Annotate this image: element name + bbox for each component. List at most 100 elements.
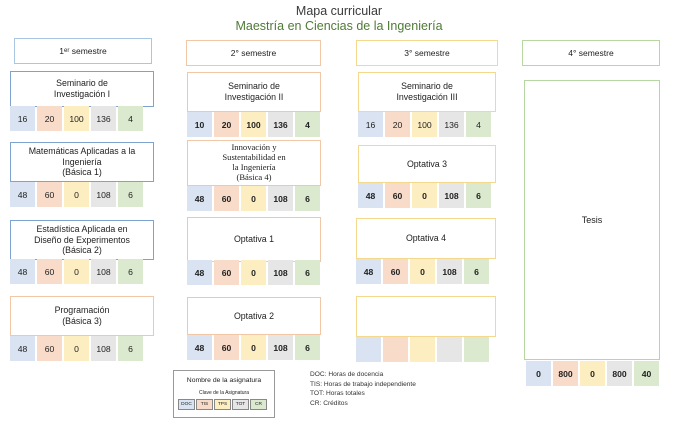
course-title-line: Optativa 2 [233,310,275,321]
legend-course-name: Nombre de la asignatura [186,377,262,384]
hours-cell-doc: 48 [187,335,212,360]
hours-cell-doc: 48 [358,183,383,208]
semester-1-label: semestre [71,46,107,56]
page-subtitle: Maestría en Ciencias de la Ingeniería [235,19,443,33]
hours-cell-tps: 0 [410,259,435,284]
legend-cell-tot: TOT [232,399,249,410]
hours-cell-doc: 10 [187,112,212,137]
semester-2-header: 2° semestre [186,40,321,66]
course-title-line: (Básica 3) [62,316,102,326]
course-s3c3: Optativa 4 [356,218,496,259]
hours-cell-tot: 108 [439,183,464,208]
course-title-line: Diseño de Experimentos [34,234,130,245]
hours-cell-tot: 800 [607,361,632,386]
hours-cell-cr: 4 [466,112,491,137]
hours-cell-tot [437,337,462,362]
hours-cell-doc: 16 [10,106,35,131]
note-tot: TOT: Horas totales [310,390,365,398]
hours-cell-cr: 6 [464,259,489,284]
course-s3c4 [356,296,496,337]
hours-cell-doc: 48 [10,182,35,207]
course-title-line: Seminario de [56,78,108,89]
hours-cell-tis: 60 [214,335,239,360]
course-title-line: Seminario de [228,81,280,92]
legend-course-key: Clave de la Asignatura [198,390,250,396]
hours-cell-cr [464,337,489,362]
legend-cell-cr: CR [250,399,267,410]
hours-strip-s3c4 [356,337,489,362]
hours-cell-tis: 60 [214,186,239,211]
hours-cell-tis: 20 [385,112,410,137]
hours-cell-tis: 60 [385,183,410,208]
hours-cell-tps: 0 [241,186,266,211]
page-title: Mapa curricular [295,4,383,18]
course-title-line: Seminario de [401,81,453,92]
note-cr: CR: Créditos [310,399,348,407]
hours-cell-tps: 0 [241,260,266,285]
hours-cell-doc: 48 [187,260,212,285]
hours-cell-tps: 0 [241,335,266,360]
tesis-label: Tesis [581,215,603,225]
course-title-line: la Ingeniería [232,162,276,172]
hours-cell-cr: 6 [466,183,491,208]
hours-cell-doc [356,337,381,362]
hours-cell-tis: 60 [383,259,408,284]
hours-cell-cr: 6 [118,336,143,361]
hours-cell-tot: 136 [268,112,293,137]
hours-cell-tps: 0 [64,336,89,361]
hours-cell-doc: 16 [358,112,383,137]
legend-notes: DOC: Horas de docencia TIS: Horas de tra… [310,370,480,408]
course-s4c1: Tesis [524,80,660,360]
hours-cell-cr: 6 [295,335,320,360]
hours-cell-tot: 108 [437,259,462,284]
hours-cell-tis: 60 [37,259,62,284]
course-s1c4: Programación(Básica 3) [10,296,154,336]
hours-cell-tot: 136 [91,106,116,131]
course-title-line: Optativa 1 [233,234,275,244]
hours-cell-tot: 108 [91,182,116,207]
course-title-line: Programación [54,305,110,316]
course-title-line: Matemáticas Aplicadas a la [28,145,136,156]
hours-cell-tps: 0 [64,259,89,284]
course-s3c2: Optativa 3 [358,145,496,183]
hours-cell-tps: 100 [64,106,89,131]
course-title-line: Sustentabilidad en [222,152,286,163]
hours-cell-tot: 136 [439,112,464,137]
hours-cell-cr: 6 [118,259,143,284]
course-title-line: Optativa 3 [406,158,448,169]
course-s2c3: Optativa 1 [187,217,321,262]
hours-cell-tis: 20 [37,106,62,131]
hours-cell-cr: 6 [295,260,320,285]
hours-cell-tot: 108 [268,260,293,285]
course-title-line: Ingeniería [62,156,102,167]
hours-cell-tps: 0 [580,361,605,386]
legend-box: Nombre de la asignatura Clave de la Asig… [173,370,275,418]
hours-cell-tis [383,337,408,362]
course-title-line: Optativa 4 [405,233,447,243]
hours-cell-cr: 6 [118,182,143,207]
semester-4-header: 4° semestre [522,40,660,66]
legend-cell-doc: DOC [178,399,195,410]
course-title-line: (Básica 2) [62,245,102,256]
hours-cell-doc: 48 [356,259,381,284]
hours-cell-tps: 0 [64,182,89,207]
course-title-line: Investigación III [396,92,458,102]
hours-cell-cr: 40 [634,361,659,386]
hours-cell-tis: 60 [37,336,62,361]
hours-cell-tis: 60 [37,182,62,207]
